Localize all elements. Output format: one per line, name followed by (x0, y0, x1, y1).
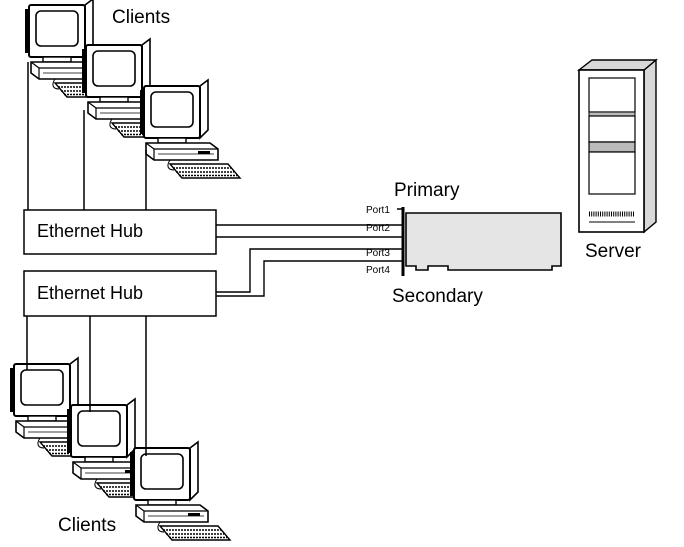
client-hub-links-top (27, 62, 147, 210)
client-computer-icon (129, 441, 231, 541)
port-label-1: Port1 (366, 205, 390, 216)
client-computer-icon (139, 79, 241, 179)
network-adapter-card-icon (397, 207, 562, 276)
port-label-3: Port3 (366, 248, 390, 259)
port-label-2: Port2 (366, 223, 390, 234)
ethernet-hub-label-2: Ethernet Hub (37, 283, 144, 303)
port-connection-lines (216, 224, 404, 297)
clients-label-bottom: Clients (58, 515, 117, 536)
ethernet-hub-2 (23, 270, 217, 317)
primary-label: Primary (394, 180, 460, 201)
client-hub-links-bottom (26, 316, 147, 456)
ethernet-hub-1 (23, 209, 217, 255)
secondary-label: Secondary (392, 286, 483, 307)
ethernet-hub-label-1: Ethernet Hub (37, 221, 144, 241)
tower-server-icon (576, 58, 658, 234)
clients-label-top: Clients (112, 7, 171, 28)
port-label-4: Port4 (366, 265, 390, 276)
server-label: Server (585, 241, 641, 262)
